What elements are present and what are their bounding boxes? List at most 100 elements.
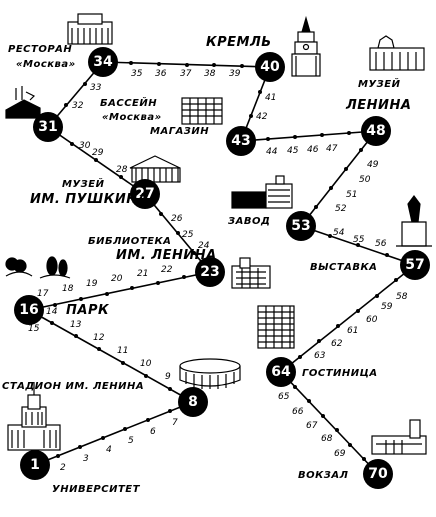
route-segment-8-16 [28,309,194,403]
stop-dot [94,158,98,162]
stop-number: 51 [346,190,357,200]
station-label: МАГАЗИН [150,126,209,137]
stop-dot [321,414,325,418]
stop-dot [130,286,134,290]
stop-number: 26 [171,214,183,224]
stop-dot [348,443,352,447]
station-label: ИМ. ЛЕНИНА [116,248,217,263]
station-64[interactable]: 64 [266,357,296,387]
stop-dot [293,385,297,389]
station-70[interactable]: 70 [363,459,393,489]
station-27[interactable]: 27 [130,179,160,209]
stop-number: 65 [278,392,290,402]
station-number: 27 [135,186,154,202]
station-23[interactable]: 23 [195,257,225,287]
stop-dot [347,131,351,135]
route-segment-48-53 [300,130,377,227]
stop-number: 42 [256,112,268,122]
station-label: ИМ. ПУШКИНА [30,192,148,207]
station-markers: 1 8 16 23 27 31 34 40 [14,47,430,489]
station-labels: УНИВЕРСИТЕТ СТАДИОН ИМ. ЛЕНИНА ПАРК БИБЛ… [2,35,411,495]
stop-dot [293,135,297,139]
stop-number: 61 [347,326,358,336]
station-1[interactable]: 1 [20,450,50,480]
stop-dot [97,347,101,351]
stop-dot [385,253,389,257]
station-label: «Москва» [102,112,162,123]
stop-dot [298,355,302,359]
station-number: 40 [260,59,280,75]
station-57[interactable]: 57 [400,250,430,280]
station-34[interactable]: 34 [88,47,118,77]
station-40[interactable]: 40 [255,52,285,82]
stop-number: 28 [116,165,128,175]
stop-dot [249,114,253,118]
stop-dot [314,205,318,209]
stop-dot [50,321,54,325]
stop-dot [192,251,196,255]
station-label: «Москва» [16,59,76,70]
route-segment-1-8 [34,401,194,466]
shop-building-icon [181,97,223,125]
stop-dot [168,387,172,391]
stop-dot [101,436,105,440]
stop-number: 63 [314,351,326,361]
stop-numbers: 2 3 4 5 6 7 9 10 11 12 13 14 15 17 18 19… [28,69,408,473]
stop-dot [157,62,161,66]
exhibition-monument-icon [396,195,432,247]
station-16[interactable]: 16 [14,295,44,325]
station-number: 43 [231,133,250,149]
railway-station-icon [371,419,427,455]
stop-number: 17 [37,289,49,299]
stop-dot [83,82,87,86]
station-53[interactable]: 53 [286,211,316,241]
stop-dot [317,339,321,343]
stop-number: 49 [367,160,379,170]
stop-dot [53,303,57,307]
stop-number: 58 [396,292,408,302]
stop-dot [329,186,333,190]
stop-number: 5 [128,436,134,446]
stop-number: 47 [326,144,338,154]
stop-dot [78,445,82,449]
stop-dot [356,243,360,247]
stop-number: 52 [335,204,347,214]
stop-number: 38 [204,69,216,79]
stop-dot [56,454,60,458]
station-number: 70 [368,466,388,482]
museum-building-icon [129,155,181,183]
stop-dot [119,175,123,179]
station-number: 34 [93,54,113,70]
stop-dot [144,374,148,378]
station-8[interactable]: 8 [178,387,208,417]
station-label: ГОСТИНИЦА [302,368,378,379]
station-43[interactable]: 43 [226,126,256,156]
stop-dots [50,61,398,461]
station-label: МУЗЕЙ [358,77,401,90]
station-label: БАССЕЙН [100,96,157,109]
stop-dot [307,399,311,403]
stop-number: 62 [331,339,343,349]
stop-dot [328,234,332,238]
station-number: 48 [366,123,385,139]
station-number: 64 [271,364,291,380]
stop-number: 2 [60,463,66,473]
stop-number: 41 [265,93,276,103]
station-label: ЗАВОД [228,216,270,227]
stop-dot [129,61,133,65]
stop-dot [105,292,109,296]
stop-number: 36 [155,69,167,79]
station-31[interactable]: 31 [33,112,63,142]
stop-dot [176,231,180,235]
stop-number: 3 [83,454,89,464]
kremlin-tower-icon [291,15,321,77]
stop-number: 60 [366,315,378,325]
stop-number: 29 [92,148,104,158]
stop-dot [212,63,216,67]
stop-number: 30 [79,141,91,151]
park-trees-icon [5,256,71,279]
stop-number: 4 [106,445,112,455]
station-label: РЕСТОРАН [8,44,72,55]
station-number: 1 [30,457,40,473]
station-48[interactable]: 48 [361,116,391,146]
